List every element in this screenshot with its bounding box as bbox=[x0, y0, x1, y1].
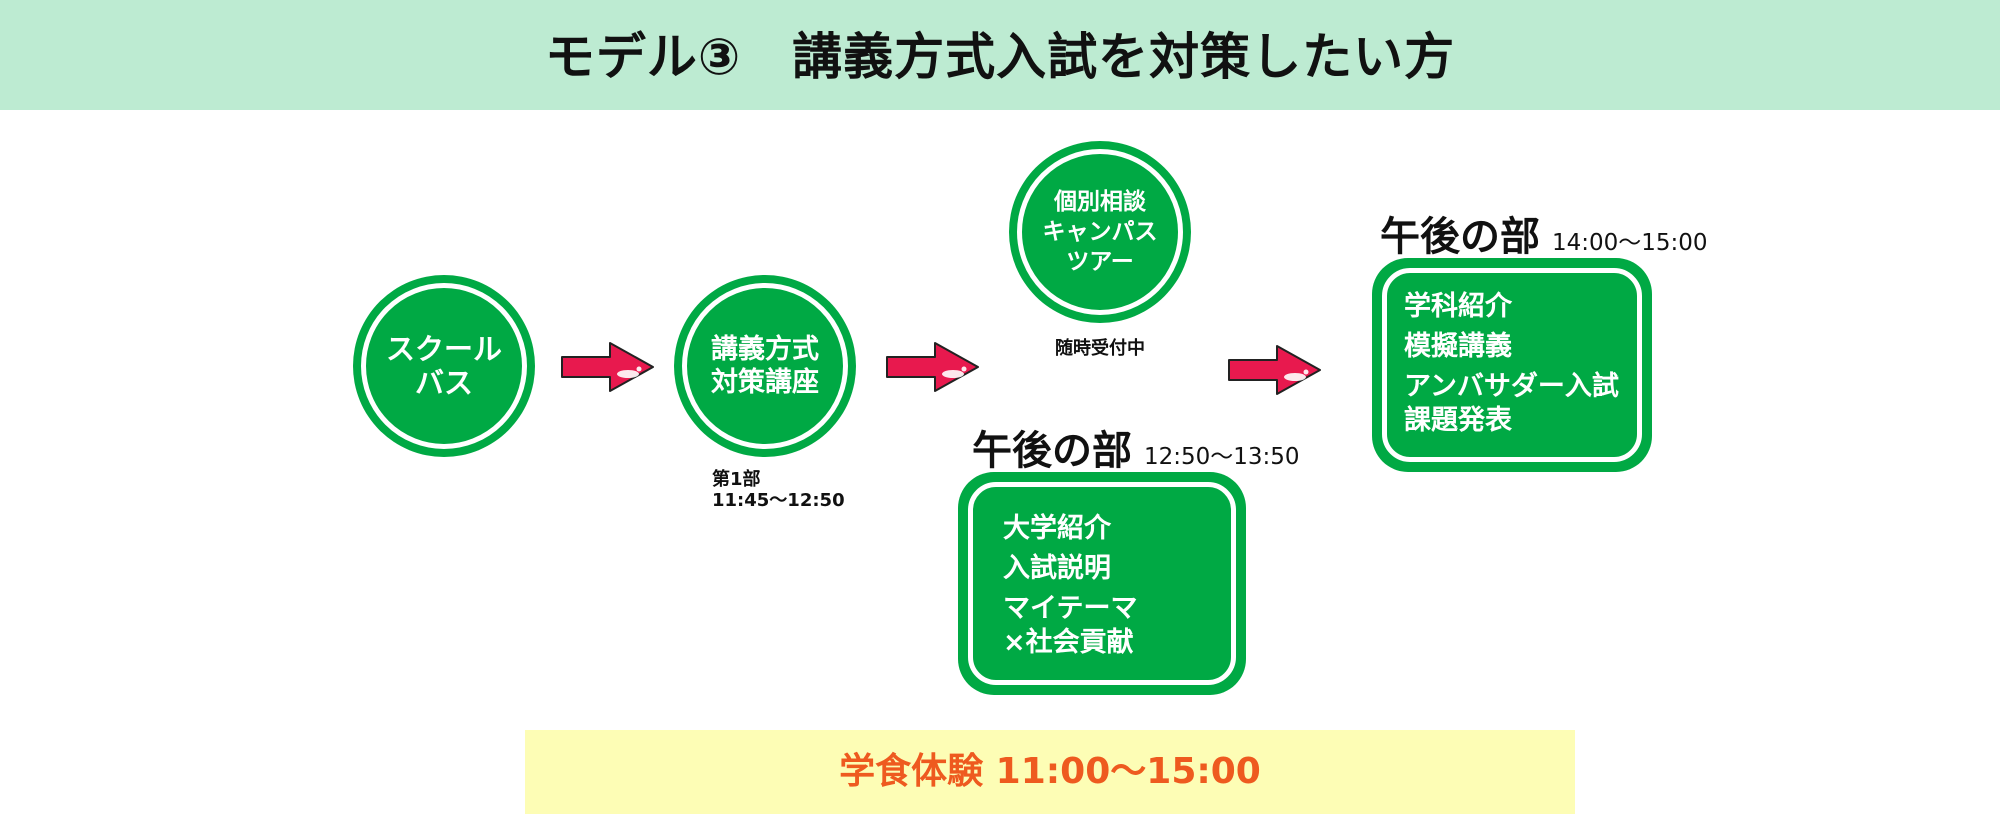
lecture-label: 講義方式 対策講座 bbox=[711, 334, 819, 398]
session2-time: 14:00〜15:00 bbox=[1552, 230, 1708, 256]
session1-title: 午後の部 bbox=[972, 428, 1132, 474]
lecture-circle: 講義方式 対策講座 bbox=[674, 275, 856, 457]
arrow-right-icon bbox=[1228, 345, 1321, 395]
page-title: モデル③ 講義方式入試を対策したい方 bbox=[544, 28, 1456, 86]
session2-box: 学科紹介 模擬講義 アンバサダー入試 課題発表 bbox=[1372, 258, 1652, 472]
session2-list: 学科紹介 模擬講義 アンバサダー入試 課題発表 bbox=[1404, 290, 1619, 438]
cafeteria-text: 学食体験 11:00〜15:00 bbox=[839, 751, 1261, 792]
session1-item: 入試説明 bbox=[1003, 553, 1111, 584]
session2-item: 課題発表 bbox=[1404, 405, 1512, 436]
session1-heading: 午後の部 12:50〜13:50 bbox=[972, 418, 1300, 476]
session1-item: ×社会貢献 bbox=[1003, 627, 1134, 658]
lecture-time-caption: 第1部 11:45〜12:50 bbox=[712, 469, 845, 511]
consultation-circle: 個別相談 キャンパス ツアー bbox=[1009, 141, 1191, 323]
session2-item: アンバサダー入試 bbox=[1404, 371, 1619, 402]
session1-time: 12:50〜13:50 bbox=[1144, 444, 1300, 470]
session2-title: 午後の部 bbox=[1380, 214, 1540, 260]
session2-item: 学科紹介 bbox=[1404, 291, 1512, 322]
header-bar bbox=[0, 0, 2000, 110]
consultation-label: 個別相談 キャンパス ツアー bbox=[1042, 189, 1158, 275]
arrow-right-icon bbox=[886, 342, 979, 392]
session1-item: 大学紹介 bbox=[1003, 513, 1111, 544]
session1-list: 大学紹介 入試説明 マイテーマ ×社会貢献 bbox=[1003, 512, 1137, 660]
cafeteria-banner: 学食体験 11:00〜15:00 bbox=[525, 730, 1575, 814]
arrow-right-icon bbox=[561, 342, 654, 392]
consultation-caption: 随時受付中 bbox=[1055, 338, 1145, 359]
session2-heading: 午後の部 14:00〜15:00 bbox=[1380, 204, 1708, 262]
session1-item: マイテーマ bbox=[1003, 593, 1138, 624]
school-bus-label: スクール バス bbox=[385, 332, 502, 400]
session2-item: 模擬講義 bbox=[1404, 331, 1512, 362]
school-bus-circle: スクール バス bbox=[353, 275, 535, 457]
session1-box: 大学紹介 入試説明 マイテーマ ×社会貢献 bbox=[958, 472, 1246, 695]
